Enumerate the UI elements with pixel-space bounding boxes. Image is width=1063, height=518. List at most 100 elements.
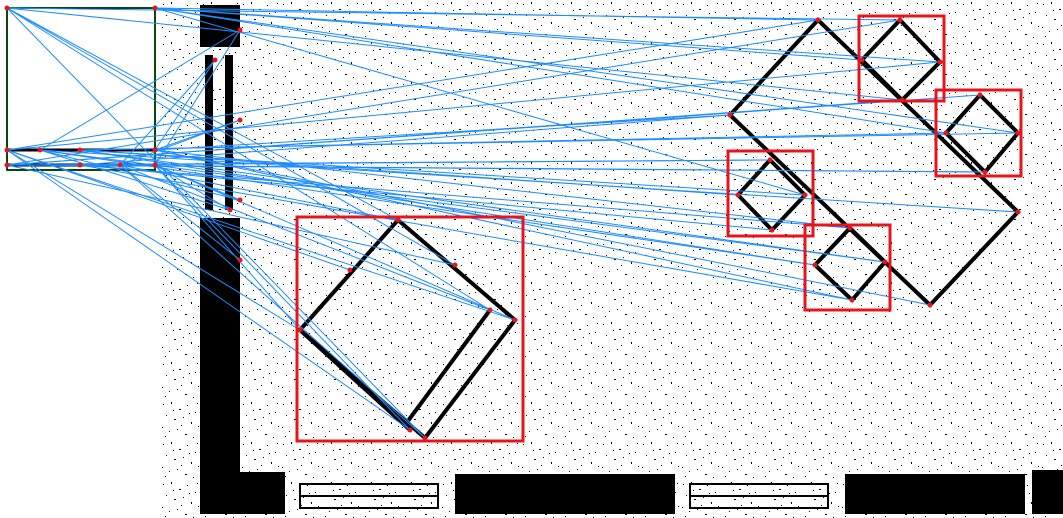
keypoint [297, 327, 303, 333]
match-line [6, 149, 351, 271]
match-line [39, 149, 816, 266]
match-line [6, 19, 901, 166]
keypoint [927, 302, 933, 308]
keypoint [847, 225, 853, 231]
match-line [79, 164, 851, 229]
match-line [6, 7, 399, 221]
match-line [154, 114, 731, 151]
match-line [154, 7, 863, 61]
match-line [39, 149, 241, 201]
match-line [119, 164, 491, 311]
query-template [0, 0, 158, 175]
match-line [79, 149, 886, 263]
keypoint [849, 297, 855, 303]
keypoint [512, 317, 518, 323]
keypoint [1015, 209, 1021, 215]
keypoint [395, 217, 401, 223]
keypoint [152, 147, 158, 153]
keypoint [77, 162, 83, 168]
keypoint [152, 162, 158, 168]
keypoint [407, 427, 413, 433]
match-line [39, 29, 241, 151]
match-line [154, 149, 931, 306]
keypoint [152, 5, 158, 11]
match-line [6, 159, 771, 166]
match-line [6, 164, 986, 173]
keypoint [802, 192, 808, 198]
match-line [6, 7, 491, 311]
match-line [6, 149, 301, 331]
match-line [6, 149, 411, 431]
detection-middle [726, 149, 815, 238]
match-line [119, 59, 216, 166]
keypoint [859, 57, 865, 63]
keypoint [897, 17, 903, 23]
keypoint [815, 17, 821, 23]
keypoint [487, 307, 493, 313]
window-symbols [299, 483, 829, 509]
match-line [79, 164, 773, 231]
detection-right [934, 88, 1023, 178]
noise-background [160, 0, 1063, 518]
match-line [79, 114, 731, 166]
keypoint [347, 267, 353, 273]
match-line [154, 164, 516, 321]
keypoint [882, 259, 888, 265]
keypoint [237, 257, 243, 263]
keypoint [769, 227, 775, 233]
match-line [6, 7, 456, 266]
match-line [6, 149, 516, 321]
keypoint [37, 147, 43, 153]
keypoints [4, 5, 1021, 441]
match-line [6, 19, 819, 151]
match-line [154, 7, 1019, 134]
keypoint [237, 197, 243, 203]
floorplan-walls [200, 5, 1063, 514]
match-line [154, 7, 806, 196]
keypoint [1015, 130, 1021, 136]
match-line [154, 164, 411, 431]
keypoint [117, 162, 123, 168]
match-line [6, 61, 941, 151]
keypoint [899, 97, 905, 103]
match-line [119, 164, 399, 221]
match-line [79, 149, 806, 196]
match-line [79, 164, 853, 301]
match-line [79, 132, 947, 151]
match-line [79, 149, 739, 196]
match-line [79, 149, 816, 266]
match-line [119, 164, 241, 261]
keypoint [937, 59, 943, 65]
keypoint [727, 112, 733, 118]
keypoint [735, 192, 741, 198]
match-line [154, 164, 301, 331]
keypoint [982, 169, 988, 175]
detection-large [295, 215, 525, 443]
keypoint [212, 57, 218, 63]
match-line [39, 149, 231, 211]
match-line [39, 149, 886, 263]
keypoint [422, 435, 428, 441]
match-line [154, 149, 853, 301]
match-line [6, 164, 456, 266]
keypoint [237, 117, 243, 123]
keypoint [237, 27, 243, 33]
match-line [154, 119, 241, 151]
keypoint [767, 157, 773, 163]
keypoint [4, 162, 10, 168]
keypoint [977, 92, 983, 98]
keypoint [77, 147, 83, 153]
keypoint [812, 262, 818, 268]
keypoint [943, 130, 949, 136]
match-line [154, 59, 216, 151]
match-line [154, 7, 947, 134]
detection-lower-middle [803, 223, 892, 312]
match-line [154, 7, 941, 63]
match-line [6, 7, 903, 101]
keypoint [227, 207, 233, 213]
match-line [154, 29, 241, 166]
keypoint [452, 262, 458, 268]
keypoint [4, 147, 10, 153]
keypoint [4, 5, 10, 11]
